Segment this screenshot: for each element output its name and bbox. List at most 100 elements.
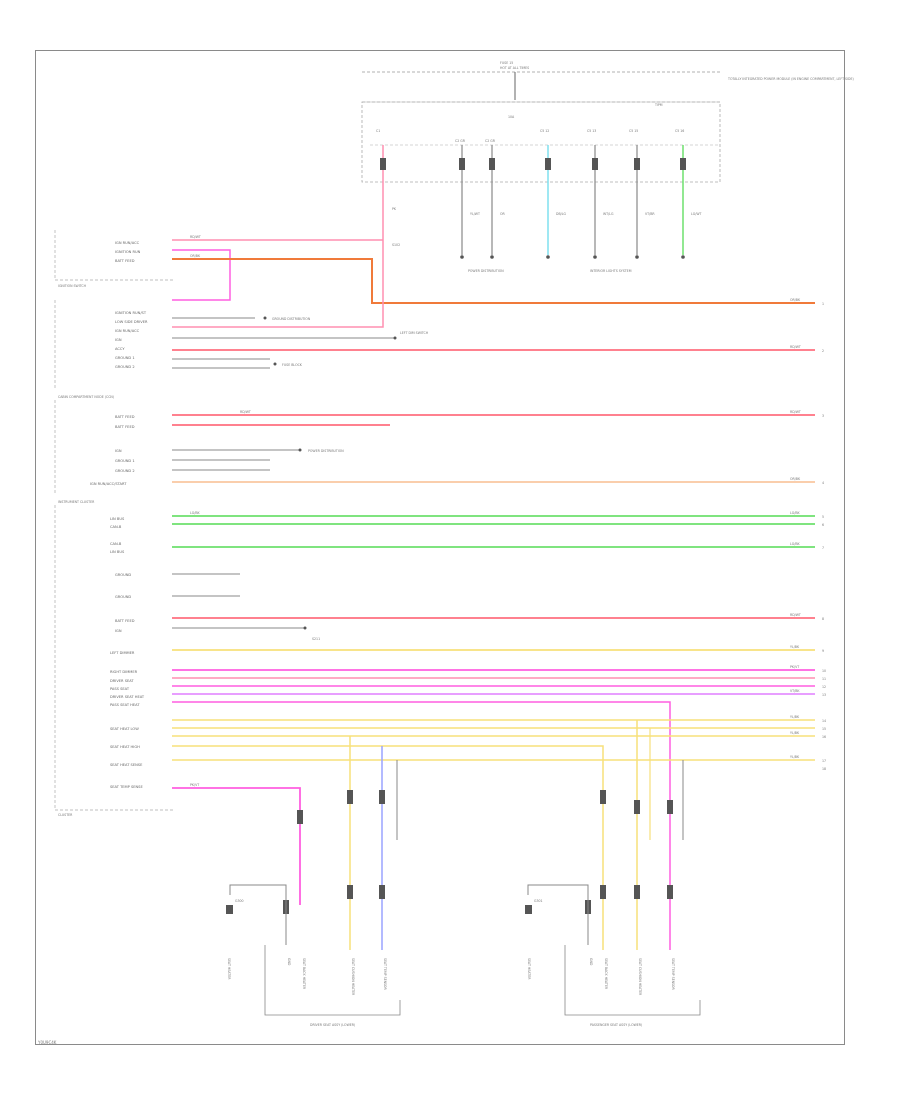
cl-pin-13: DRIVER SEAT HEAT (110, 695, 145, 699)
pin-6: C5 15 (629, 129, 638, 133)
wl-16: YL/BK (790, 731, 800, 735)
m3-pin-4: GROUND 1 (115, 459, 135, 463)
m3-pin-5: GROUND 2 (115, 469, 135, 473)
wl-2: OR/BK (190, 254, 201, 258)
ignition-switch-title: IGNITION SWITCH (58, 284, 87, 288)
pin-5: C5 13 (587, 129, 596, 133)
module2-pins: IGNITION RUN/ST LOW SIDE DRIVER IGN RUN/… (115, 311, 148, 369)
pas-item-5: SEAT TEMP SENSOR (671, 958, 675, 991)
ref-8: 8 (822, 617, 824, 621)
wl-8: LG/BK (190, 511, 201, 515)
drv-item-2: GND (287, 958, 291, 966)
m3-pin-2: BATT FEED (115, 425, 135, 429)
cl-pin-16: SEAT HEAT HIGH (110, 745, 140, 749)
ref-9: 9 (822, 649, 824, 653)
ref-10: 10 (822, 669, 826, 673)
pin-3: C2 GR (485, 139, 496, 143)
hot-at-all-times: HOT AT ALL TIMES (500, 66, 529, 70)
cl-pin-7: BATT FEED (115, 619, 135, 623)
cl-pin-3: CAN-B (110, 542, 122, 546)
ign-pin-1: IGN RUN/ACC (115, 241, 140, 245)
m2-pin-4: IGN (115, 338, 122, 342)
ref-18: 18 (822, 767, 826, 771)
ccn-title: CABIN COMPARTMENT NODE (CCN) (58, 395, 114, 399)
cl-pin-5: GROUND (115, 573, 131, 577)
wl-18: PK/VT (190, 783, 199, 787)
ref-2: 2 (822, 349, 824, 353)
tipm-side-note: TOTALLY INTEGRATED POWER MODULE (IN ENGI… (727, 77, 854, 81)
ignition-pins: IGN RUN/ACC IGNITION RUN BATT FEED (115, 241, 141, 263)
m3-pin-6: IGN RUN/ACC/START (90, 482, 127, 486)
right-references: 1 2 3 4 5 6 7 8 9 10 11 12 13 14 15 16 1… (822, 302, 826, 771)
ign-pin-3: BATT FEED (115, 259, 135, 263)
wire-color-7: LG/WT (691, 212, 701, 216)
wire-color-2: YL/WT (470, 212, 480, 216)
cl-pin-18: SEAT TEMP SENSE (110, 785, 143, 789)
ref-13: 13 (822, 693, 826, 697)
wl-15: YL/BK (790, 715, 800, 719)
cl-pin-17: SEAT HEAT SENSE (110, 763, 143, 767)
drv-item-3: SEAT BACK HEATER (302, 958, 306, 990)
cl-pin-6: GROUND (115, 595, 131, 599)
ref-7: 7 (822, 546, 824, 550)
cl-pin-4: LIN BUS (110, 550, 125, 554)
assembly-brackets (264, 945, 701, 1016)
bottom-connectors (283, 790, 673, 914)
cl-pin-10: RIGHT DIMMER (110, 670, 138, 674)
wl-9: LG/BK (790, 511, 801, 515)
m2-pin-3: IGN RUN/ACC (115, 329, 140, 333)
m2-pin-6: GROUND 1 (115, 356, 135, 360)
ign-pin-2: IGNITION RUN (115, 250, 141, 254)
note-fuse: FUSE BLOCK (282, 363, 303, 367)
cluster-label: CLUSTER (58, 813, 73, 817)
fuse-sub-label: 10A (508, 115, 515, 119)
top-wires: C1 C2 GR C2 GR C5 12 C5 13 C5 15 C5 16 P… (376, 129, 701, 273)
ref-11: 11 (822, 677, 826, 681)
module3-pins: BATT FEED BATT FEED IGN GROUND 1 GROUND … (90, 415, 135, 486)
note-ground: GROUND DISTRIBUTION (272, 317, 311, 321)
cl-pin-11: DRIVER SEAT (110, 679, 134, 683)
wire-labels: RD/WT OR/BK OR/BK RD/WT RD/WT RD/WT OR/B… (190, 235, 801, 787)
passenger-items: SEAT HEATER GND SEAT BACK HEATER SEAT CU… (527, 958, 675, 996)
callout-notes: GROUND DISTRIBUTION LEFT DIM SWITCH FUSE… (263, 316, 429, 641)
ref-15: 15 (822, 727, 826, 731)
ground-wires (229, 884, 589, 945)
wl-3: OR/BK (790, 298, 801, 302)
group-interior-lights: INTERIOR LIGHTS SYSTEM (590, 269, 632, 273)
pas-item-4: SEAT CUSHION HEATER (638, 958, 642, 996)
ref-1: 1 (822, 302, 824, 306)
cl-pin-9: LEFT DIMMER (110, 651, 135, 655)
m2-pin-5: ACCY (115, 347, 125, 351)
cl-pin-12: PASS SEAT (110, 687, 130, 691)
ref-17: 17 (822, 759, 826, 763)
driver-items: SEAT HEATER GND SEAT BACK HEATER SEAT CU… (227, 958, 387, 996)
wl-13: PK/VT (790, 665, 799, 669)
ref-3: 3 (822, 414, 824, 418)
cl-pin-2: CAN-B (110, 525, 122, 529)
cluster-title: INSTRUMENT CLUSTER (58, 500, 95, 504)
wl-14: VT/BK (790, 689, 800, 693)
wire-color-3: OR (500, 212, 506, 216)
passenger-assy-title: PASSENGER SEAT ASSY (LOWER) (590, 1023, 642, 1027)
note-left-dim: LEFT DIM SWITCH (400, 331, 429, 335)
wl-11: RD/WT (790, 613, 801, 617)
pin-2: C2 GR (455, 139, 466, 143)
cl-pin-14: PASS SEAT HEAT (110, 703, 140, 707)
vertical-drops (349, 720, 684, 950)
ref-14: 14 (822, 719, 826, 723)
ref-4: 4 (822, 481, 824, 485)
pas-item-3: SEAT BACK HEATER (604, 958, 608, 990)
horizontal-wires (172, 239, 815, 905)
ground-left: G300 (235, 899, 244, 903)
wl-12: YL/BK (790, 645, 800, 649)
m2-pin-7: GROUND 2 (115, 365, 135, 369)
wl-5: RD/WT (240, 410, 251, 414)
splice-s102: S102 (392, 243, 400, 247)
m2-pin-2: LOW SIDE DRIVER (115, 320, 148, 324)
pin-7: C5 16 (675, 129, 684, 133)
diagram-sheet (35, 50, 845, 1045)
ground-right: G301 (534, 899, 543, 903)
drv-item-1: SEAT HEATER (227, 958, 231, 980)
ref-6: 6 (822, 523, 824, 527)
